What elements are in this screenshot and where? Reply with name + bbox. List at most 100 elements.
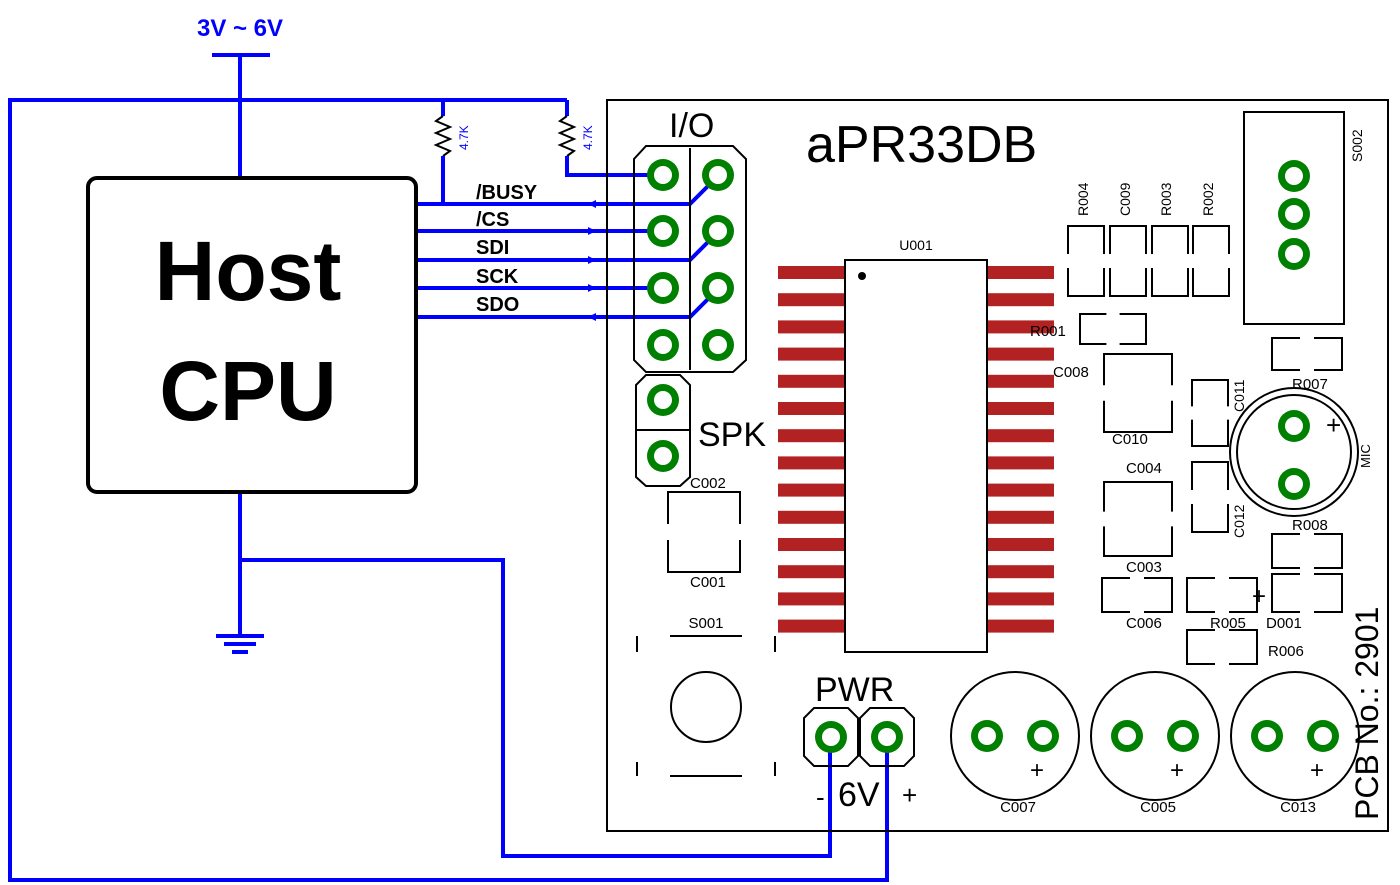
pullup-1-value: 4.7K — [457, 125, 471, 150]
pcb-outline — [606, 99, 1389, 832]
u001-pin-right — [987, 565, 1054, 579]
pads — [647, 159, 1339, 753]
signal-sck-label: SCK — [476, 266, 519, 288]
c001-label: C001 — [690, 574, 726, 591]
u001-label: U001 — [899, 237, 933, 253]
c005-plus: + — [1170, 757, 1184, 784]
u001-pin-left — [778, 619, 845, 633]
u001-pin-left — [778, 374, 845, 388]
u001-pin-right — [987, 510, 1054, 524]
r006-label: R006 — [1268, 643, 1304, 660]
s002-pad-hole — [1285, 245, 1303, 263]
s002-pad-hole — [1285, 167, 1303, 185]
io-pad-hole — [654, 279, 672, 297]
arrow-sck — [588, 284, 596, 292]
io-header-outline — [633, 145, 747, 373]
io-header-label: I/O — [669, 107, 714, 145]
c008-label: C008 — [1053, 364, 1089, 381]
c007-pad-hole — [1034, 727, 1052, 745]
signal-sdi-label: SDI — [476, 237, 509, 259]
c009-footprint-top — [1109, 225, 1147, 254]
io-pad-hole — [709, 222, 727, 240]
r001-footprint-left — [1079, 313, 1107, 345]
u001-pin-right — [987, 402, 1054, 415]
c003-label: C003 — [1126, 559, 1162, 576]
pwr-pad-plus-outline — [859, 707, 915, 767]
supply-label: 3V ~ 6V — [197, 15, 283, 42]
u001-pin-right — [987, 320, 1054, 334]
u001-pin-left — [778, 429, 845, 443]
pwr-minus: - — [816, 782, 825, 812]
r005-footprint-right — [1229, 577, 1258, 613]
mic-plus: + — [1326, 410, 1341, 440]
r005-footprint-left — [1186, 577, 1215, 613]
r004-footprint-top — [1067, 225, 1105, 254]
c006-footprint-right — [1144, 577, 1173, 613]
c007-label: C007 — [1000, 799, 1036, 816]
u001-pin-left — [778, 456, 845, 470]
r002-label: R002 — [1200, 182, 1216, 216]
u001-body — [844, 259, 988, 653]
r002-footprint-top — [1192, 225, 1230, 254]
c012-label: C012 — [1231, 504, 1247, 538]
pwr-label: PWR — [815, 671, 894, 709]
c007-plus: + — [1030, 757, 1044, 784]
pullup2-to-io — [565, 156, 663, 177]
ground-to-pwr — [240, 558, 832, 858]
d001-footprint-left — [1271, 573, 1300, 613]
s001-button — [636, 635, 776, 777]
r001-footprint-right — [1119, 313, 1147, 345]
c005-label: C005 — [1140, 799, 1176, 816]
c013-outline — [1230, 671, 1360, 801]
s002-outline — [1243, 111, 1345, 325]
c005-pad-hole — [1174, 727, 1192, 745]
c009-footprint-bottom — [1109, 268, 1147, 297]
s001-label: S001 — [688, 615, 723, 632]
pullup-2-value: 4.7K — [581, 125, 595, 150]
u001-pin-left — [778, 266, 845, 279]
mic-outline-inner — [1236, 394, 1352, 510]
u001-pin-left — [778, 565, 845, 579]
d001-footprint-right — [1314, 573, 1343, 613]
u001-pin-right — [987, 619, 1054, 633]
r007-footprint-right — [1314, 337, 1343, 371]
u001-pin-right — [987, 293, 1054, 307]
host-cpu-box — [86, 176, 418, 494]
c004-c003-footprint-bottom — [1103, 526, 1173, 557]
c013-pad-hole — [1314, 727, 1332, 745]
u001-pin-right — [987, 374, 1054, 388]
c005-pad-hole — [1118, 727, 1136, 745]
r005-label: R005 — [1210, 615, 1246, 632]
board-title: aPR33DB — [806, 116, 1037, 174]
r007-footprint-left — [1271, 337, 1300, 371]
u001-pins-left — [778, 266, 845, 633]
io-pad-hole — [654, 166, 672, 184]
r006-footprint-left — [1186, 629, 1215, 665]
u001-pin-left — [778, 592, 845, 606]
spk-header-outline — [635, 374, 691, 487]
r003-label: R003 — [1158, 182, 1174, 216]
c013-pad-hole — [1258, 727, 1276, 745]
arrow-busy — [588, 200, 596, 208]
pwr-plus: + — [902, 780, 917, 810]
io-pad-hole — [709, 279, 727, 297]
pwr-voltage: 6V — [838, 776, 880, 814]
u001-pin-left — [778, 510, 845, 524]
signal-cs-label: /CS — [476, 209, 509, 231]
r002-footprint-bottom — [1192, 268, 1230, 297]
signal-sdo-label: SDO — [476, 294, 519, 316]
c013-plus: + — [1310, 757, 1324, 784]
io-pad-hole — [654, 222, 672, 240]
host-label: Host — [155, 224, 342, 318]
positive-rail-loop — [8, 98, 889, 882]
u001-pin1-dot — [858, 272, 866, 280]
u001-pin-left — [778, 402, 845, 415]
mic-label: MIC — [1358, 444, 1373, 468]
pullup-resistor-2 — [557, 115, 577, 157]
u001-pins-right — [987, 266, 1054, 633]
c013-label: C013 — [1280, 799, 1316, 816]
u001-pin-right — [987, 483, 1054, 497]
c009-label: C009 — [1117, 182, 1133, 216]
mic-outline-outer — [1229, 387, 1359, 517]
c012-footprint-top — [1191, 461, 1229, 490]
